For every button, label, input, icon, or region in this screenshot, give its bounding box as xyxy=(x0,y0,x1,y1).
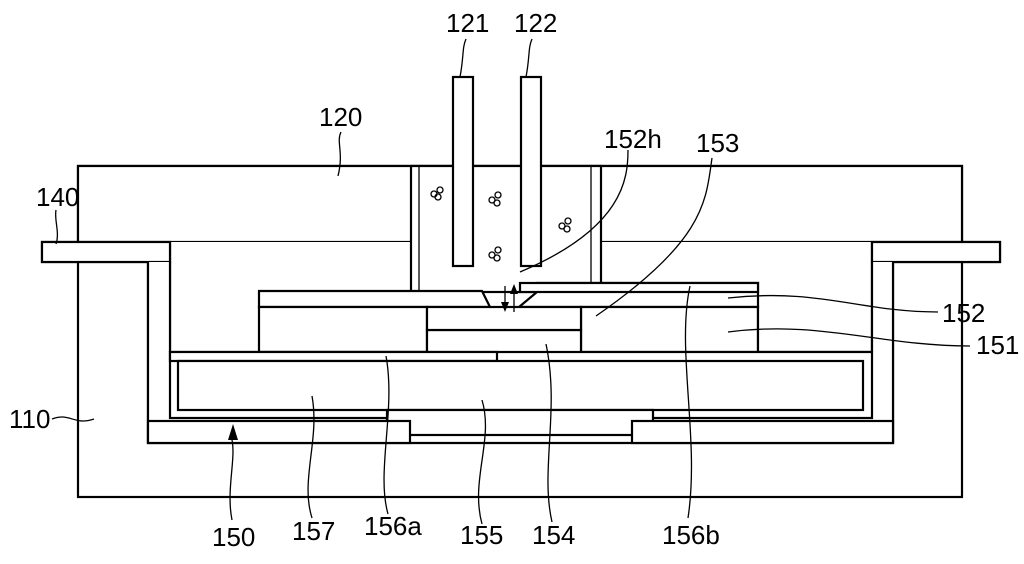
gas-pipe-121 xyxy=(451,75,475,268)
leader-157 xyxy=(307,395,315,519)
flange-140-front-right xyxy=(870,240,1002,264)
label-140: 140 xyxy=(36,182,79,212)
leader-155 xyxy=(477,399,487,525)
label-153: 153 xyxy=(696,128,739,158)
label-152h: 152h xyxy=(604,124,662,154)
label-155: 155 xyxy=(460,520,503,550)
leader-151 xyxy=(727,328,971,347)
label-157: 157 xyxy=(292,516,335,546)
leader-120 xyxy=(337,131,342,177)
arrow-150-head xyxy=(228,424,238,440)
leader-154 xyxy=(545,343,553,523)
leader-156a xyxy=(383,355,390,515)
leader-110 xyxy=(51,416,95,422)
support-right xyxy=(630,419,895,445)
leader-156b xyxy=(684,285,693,519)
leader-122 xyxy=(525,38,533,78)
particle-3 xyxy=(558,217,572,233)
block-154-top xyxy=(425,305,583,332)
label-110: 110 xyxy=(9,404,50,434)
particle-1 xyxy=(430,186,444,201)
label-154: 154 xyxy=(532,520,575,550)
label-156b: 156b xyxy=(662,520,720,550)
injector-housing xyxy=(409,164,603,294)
arrow-down-head xyxy=(501,302,509,312)
particle-2 xyxy=(488,191,502,207)
heater-plate-157 xyxy=(176,359,865,412)
body-151-left xyxy=(257,305,429,354)
label-120: 120 xyxy=(319,102,362,132)
leader-153 xyxy=(595,157,713,317)
leader-152 xyxy=(727,294,939,313)
leader-140 xyxy=(54,209,59,245)
stage-lower-block xyxy=(385,408,655,437)
plate-152-left xyxy=(257,289,492,309)
label-122: 122 xyxy=(514,8,557,38)
support-left xyxy=(146,419,412,445)
reference-labels: 121 122 120 152h 153 140 152 151 110 150… xyxy=(9,8,1019,552)
label-150: 150 xyxy=(212,522,255,552)
leader-150 xyxy=(229,439,234,521)
leader-lines xyxy=(51,38,971,525)
gas-particles xyxy=(430,186,572,262)
layer-156a xyxy=(168,350,499,363)
flange-140-front xyxy=(40,240,172,264)
leader-152h xyxy=(519,149,629,273)
body-151-right xyxy=(579,305,760,354)
arrow-up-head xyxy=(510,284,518,294)
label-152: 152 xyxy=(942,298,985,328)
label-151: 151 xyxy=(976,330,1019,360)
gas-pipe-122 xyxy=(519,75,543,268)
label-156a: 156a xyxy=(364,511,422,541)
leader-121 xyxy=(459,38,467,78)
particle-4 xyxy=(488,246,502,262)
label-121: 121 xyxy=(446,8,489,38)
